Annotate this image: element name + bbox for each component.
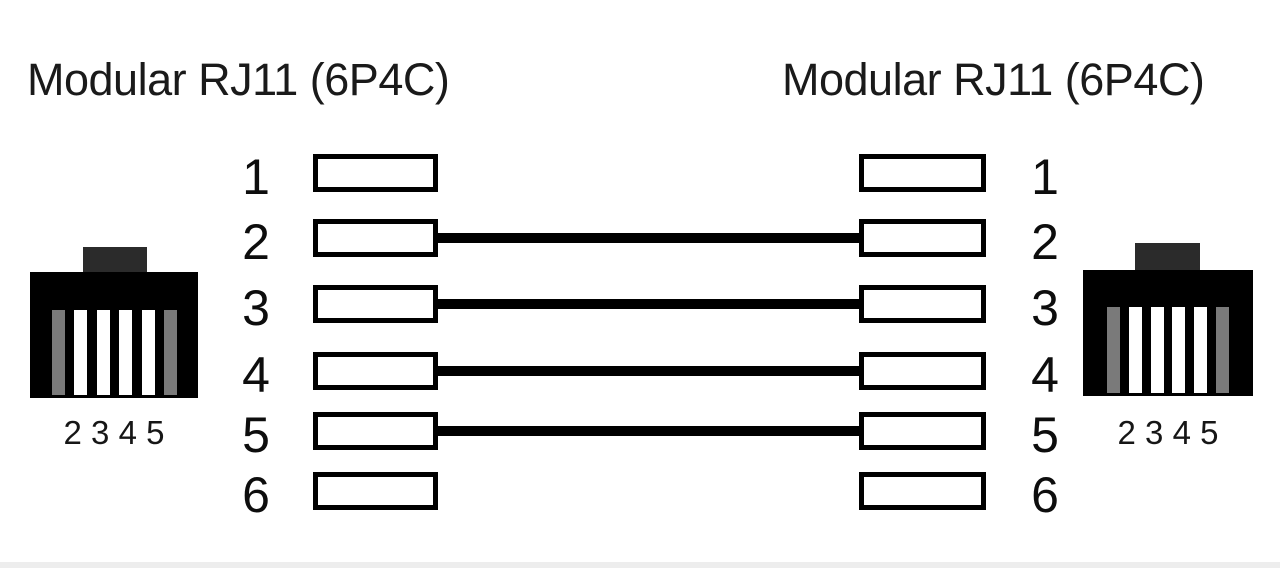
connector-slot-6	[163, 310, 177, 395]
left-connector-body-icon	[30, 272, 198, 398]
connector-slot-2	[74, 310, 88, 395]
left-connector-clip-tab-icon	[83, 247, 147, 273]
connector-slot-5	[1194, 307, 1208, 393]
right-pin-contact-2	[859, 219, 986, 257]
connector-slot-6	[1215, 307, 1229, 393]
wire-pin-2	[435, 233, 865, 243]
left-pin-contact-1	[313, 154, 438, 192]
left-pin-number-3: 3	[242, 280, 270, 336]
wire-pin-5	[435, 426, 865, 436]
connector-slot-1	[52, 310, 65, 395]
right-pin-contact-3	[859, 285, 986, 323]
connector-slot-2	[1128, 307, 1142, 393]
left-pin-number-1: 1	[242, 149, 270, 205]
connector-slot-4	[1172, 307, 1186, 393]
right-pin-number-2: 2	[1031, 214, 1059, 270]
right-connector-clip-tab-icon	[1135, 243, 1200, 270]
connector-slot-4	[119, 310, 133, 395]
right-pin-number-3: 3	[1031, 280, 1059, 336]
left-pin-contact-6	[313, 472, 438, 510]
left-pin-contact-5	[313, 412, 438, 450]
connector-slot-3	[96, 310, 110, 395]
right-pin-contact-6	[859, 472, 986, 510]
connector-slot-3	[1150, 307, 1164, 393]
left-connector-pin-slots	[52, 310, 177, 395]
left-pin-number-5: 5	[242, 407, 270, 463]
right-pin-contact-4	[859, 352, 986, 390]
wire-pin-3	[435, 299, 865, 309]
right-pin-contact-5	[859, 412, 986, 450]
left-pin-contact-2	[313, 219, 438, 257]
left-pin-number-2: 2	[242, 214, 270, 270]
right-connector-graphic: 2 3 4 5	[1083, 243, 1253, 457]
right-pin-number-5: 5	[1031, 407, 1059, 463]
right-pin-number-1: 1	[1031, 149, 1059, 205]
left-connector-title: Modular RJ11 (6P4C)	[27, 54, 450, 105]
right-pin-number-4: 4	[1031, 347, 1059, 403]
right-pin-number-6: 6	[1031, 467, 1059, 523]
left-connector-pin-label: 2 3 4 5	[63, 414, 165, 451]
left-pin-contact-4	[313, 352, 438, 390]
left-connector-graphic: 2 3 4 5	[30, 247, 198, 457]
left-pin-number-6: 6	[242, 467, 270, 523]
right-pin-contact-1	[859, 154, 986, 192]
connector-slot-5	[141, 310, 155, 395]
right-connector-title: Modular RJ11 (6P4C)	[782, 54, 1205, 105]
left-pin-number-4: 4	[242, 347, 270, 403]
wire-pin-4	[435, 366, 865, 376]
right-connector-pin-label: 2 3 4 5	[1117, 414, 1219, 451]
image-bottom-edge	[0, 562, 1280, 568]
right-connector-pin-slots	[1107, 307, 1229, 393]
right-connector-body-icon	[1083, 270, 1253, 396]
connector-slot-1	[1107, 307, 1120, 393]
left-pin-contact-3	[313, 285, 438, 323]
